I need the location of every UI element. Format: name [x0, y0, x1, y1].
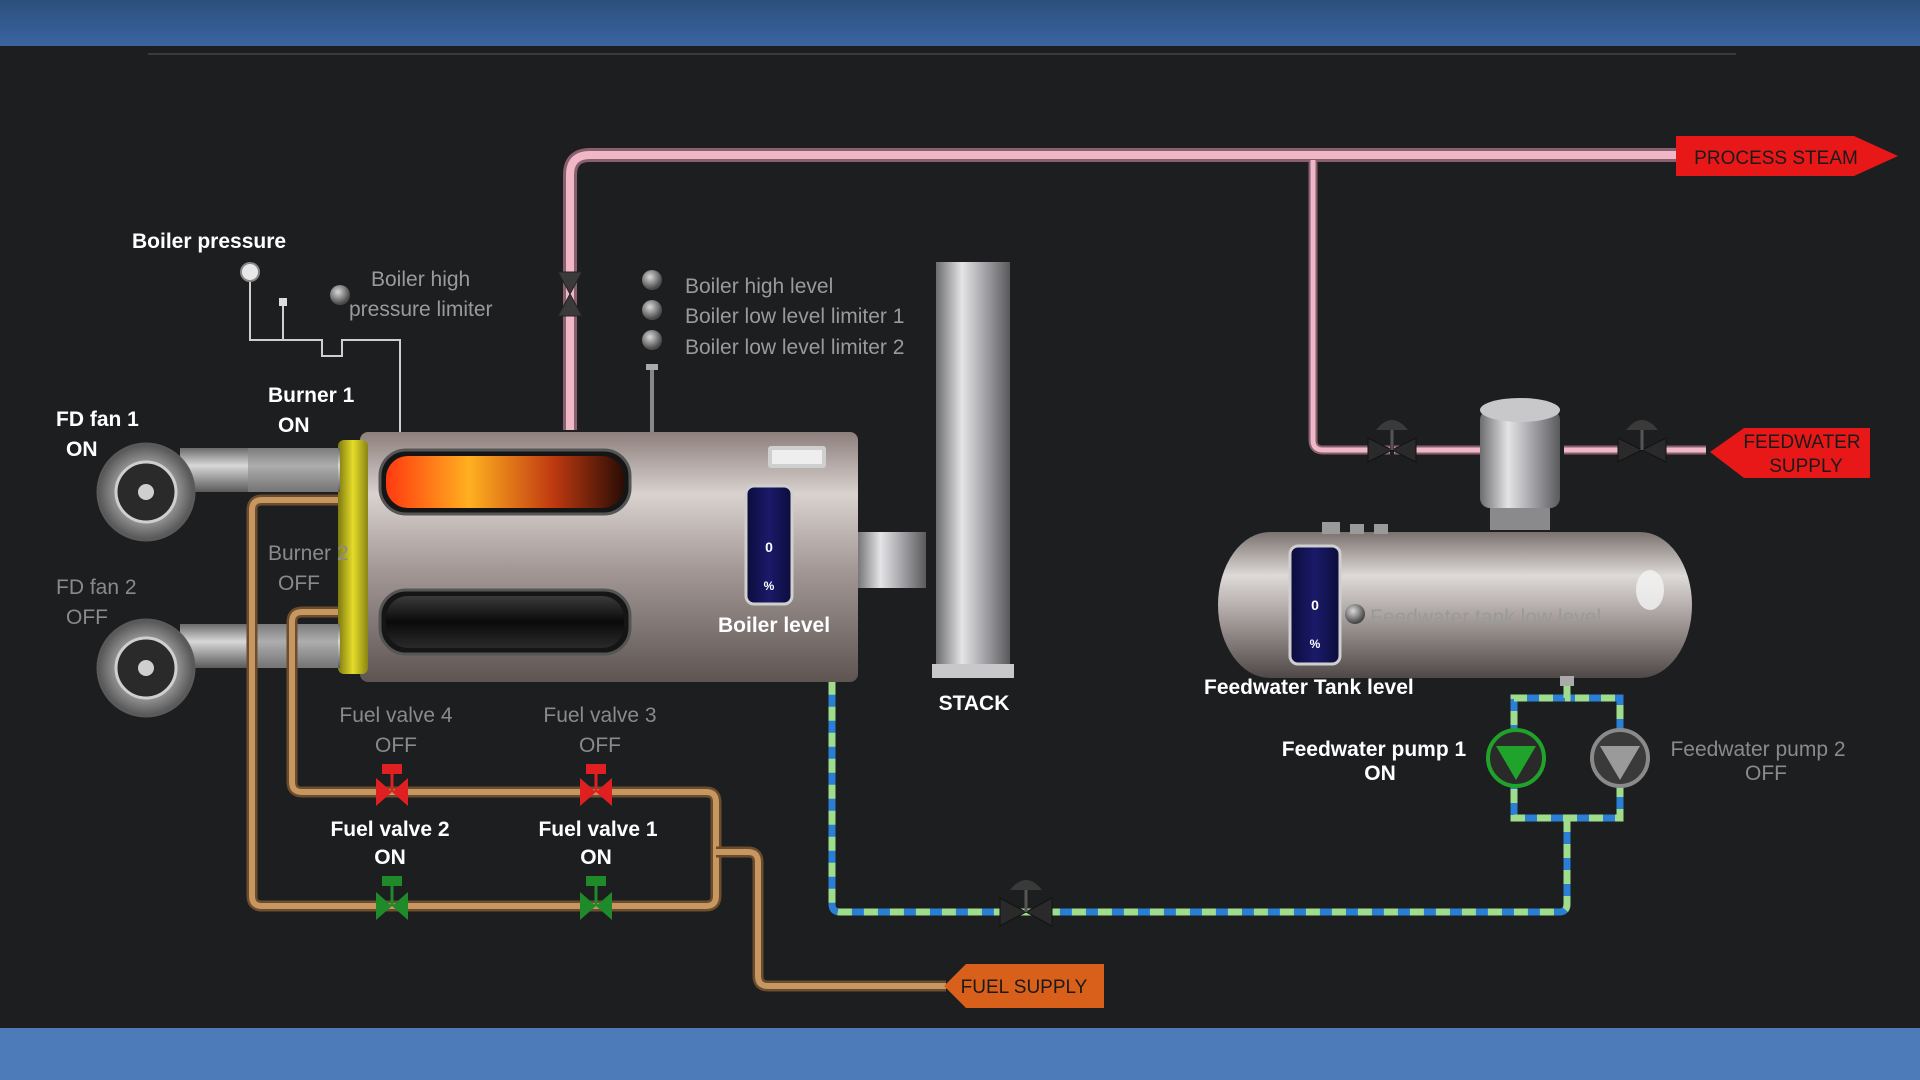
fd-fan-2-duct: [180, 624, 340, 668]
feedwater-pump-2[interactable]: [1590, 728, 1650, 788]
top-frame-bar: [0, 0, 1920, 46]
burner-2-name: Burner 2: [268, 542, 349, 565]
boiler-high-pressure-limiter-label-1: Boiler high: [371, 268, 470, 291]
feedwater-pump-1-state: ON: [1364, 762, 1396, 785]
deaerator-dome: [1480, 398, 1560, 530]
fd-fan-1[interactable]: [96, 442, 196, 542]
feedwater-tank-level-value: 0: [1311, 597, 1319, 613]
fuel-valve-2-state: ON: [374, 846, 406, 869]
fuel-pipes: [246, 494, 946, 992]
fd-fan-1-duct: [180, 448, 340, 492]
feedwater-tank-low-level-label: Feedwater tank low level: [1370, 606, 1601, 629]
burner-1-state: ON: [278, 414, 310, 437]
burner-2-furnace: [378, 588, 632, 656]
fd-fan-2-state: OFF: [66, 606, 108, 629]
process-steam-arrow: PROCESS STEAM: [1676, 136, 1898, 176]
stack: [856, 262, 1014, 678]
burner-1-name: Burner 1: [268, 384, 355, 407]
fuel-valve-2[interactable]: [376, 876, 408, 920]
boiler-level-unit: %: [764, 579, 775, 593]
fuel-valve-1-name: Fuel valve 1: [538, 818, 657, 841]
feedwater-pump-2-name: Feedwater pump 2: [1670, 738, 1845, 761]
burner-2-state: OFF: [278, 572, 320, 595]
fd-fan-2[interactable]: [96, 618, 196, 718]
feedwater-supply-arrow: FEEDWATER SUPPLY: [1710, 428, 1870, 478]
fuel-valve-2-name: Fuel valve 2: [330, 818, 449, 841]
feedwater-inlet-valve-right[interactable]: [1617, 420, 1667, 463]
fuel-valve-4-name: Fuel valve 4: [339, 704, 453, 727]
steam-pipe: [563, 148, 1706, 455]
boiler-low-level-limiter-1-label: Boiler low level limiter 1: [685, 305, 904, 328]
feedwater-pump-1-name: Feedwater pump 1: [1282, 738, 1467, 761]
boiler-high-pressure-limiter-lamp: [330, 285, 350, 305]
feedwater-tank-level-gauge: 0 %: [1288, 544, 1342, 666]
fuel-supply-arrow: FUEL SUPPLY: [944, 964, 1104, 1008]
feedwater-tank-low-level-lamp: [1345, 604, 1365, 624]
fuel-valve-4[interactable]: [376, 764, 408, 806]
feedwater-tank-level-unit: %: [1310, 637, 1321, 651]
feedwater-pipe: [823, 454, 1571, 916]
boiler-high-level-label: Boiler high level: [685, 275, 833, 298]
boiler-low-level-limiter-2-label: Boiler low level limiter 2: [685, 336, 904, 359]
process-steam-label: PROCESS STEAM: [1694, 148, 1858, 169]
stack-label: STACK: [939, 692, 1010, 715]
boiler-pressure-label: Boiler pressure: [132, 230, 286, 253]
fuel-valve-1-state: ON: [580, 846, 612, 869]
fd-fan-1-name: FD fan 1: [56, 408, 139, 431]
fuel-valve-3-name: Fuel valve 3: [543, 704, 656, 727]
feedwater-supply-label-1: FEEDWATER: [1743, 432, 1860, 453]
fuel-valve-1[interactable]: [580, 876, 612, 920]
steam-valve[interactable]: [557, 271, 583, 317]
boiler-low-level-limiter-2-lamp: [642, 330, 662, 350]
feedwater-tank-level-label: Feedwater Tank level: [1204, 676, 1414, 699]
fuel-supply-label: FUEL SUPPLY: [961, 977, 1088, 998]
fuel-valve-3-state: OFF: [579, 734, 621, 757]
fuel-valve-4-state: OFF: [375, 734, 417, 757]
feedwater-supply-label-2: SUPPLY: [1769, 456, 1843, 477]
pump-loop-pipe: [1510, 686, 1624, 822]
boiler-pressure-gauge-icon: [240, 262, 260, 282]
feedwater-inlet-valve-left[interactable]: [1367, 420, 1417, 463]
boiler-low-level-limiter-1-lamp: [642, 300, 662, 320]
boiler-level-label: Boiler level: [718, 614, 830, 637]
feedwater-pump-1[interactable]: [1486, 728, 1546, 788]
boiler-high-level-lamp: [642, 270, 662, 290]
boiler-level-value: 0: [765, 539, 773, 555]
boiler-high-pressure-limiter-label-2: pressure limiter: [349, 298, 493, 321]
feedwater-control-valve[interactable]: [999, 880, 1053, 927]
burner-1-furnace: [378, 448, 632, 516]
fd-fan-1-state: ON: [66, 438, 98, 461]
fd-fan-2-name: FD fan 2: [56, 576, 137, 599]
bottom-frame-bar: [0, 1028, 1920, 1080]
boiler-level-gauge: 0 %: [744, 484, 794, 606]
boiler-pressure-instrument: [249, 280, 401, 432]
fuel-valve-3[interactable]: [580, 764, 612, 806]
feedwater-pump-2-state: OFF: [1745, 762, 1787, 785]
